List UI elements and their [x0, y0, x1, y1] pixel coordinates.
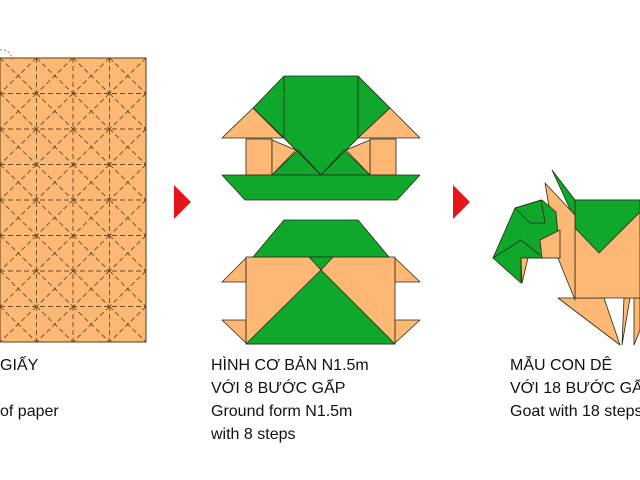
crease-line — [0, 128, 37, 165]
crease-line — [72, 93, 110, 130]
crease-line — [72, 235, 110, 272]
arrow-right-icon — [453, 185, 470, 219]
crease-line — [36, 128, 74, 165]
crease-line — [109, 199, 147, 236]
crease-line — [36, 93, 74, 130]
crease-line — [36, 164, 74, 201]
step2-caption: HÌNH CƠ BẢN N1.5m VỚI 8 BƯỚC GẤP Ground … — [211, 354, 369, 446]
crease-line — [72, 270, 110, 307]
step2-title-vi-2: VỚI 8 BƯỚC GẤP — [211, 380, 346, 397]
crease-line — [0, 57, 37, 94]
step2-title-vi-1: HÌNH CƠ BẢN N1.5m — [211, 357, 369, 374]
crease-line — [0, 306, 37, 343]
crease-line — [72, 306, 110, 343]
crease-line — [0, 93, 37, 130]
crease-line — [109, 164, 147, 201]
crease-line — [109, 57, 147, 94]
step1-title-en: of paper — [0, 403, 59, 420]
step3-title-vi-2: VỚI 18 BƯỚC GẤP — [510, 380, 640, 397]
crease-lines — [0, 57, 147, 343]
crease-line — [109, 235, 147, 272]
crease-line — [0, 270, 37, 307]
arrow-right-icon — [174, 185, 191, 219]
crease-line — [36, 306, 74, 343]
crease-line — [0, 199, 37, 236]
step2-title-en-1: Ground form N1.5m — [211, 403, 353, 420]
base-form-bottom — [221, 219, 421, 345]
paper-sheet — [0, 49, 147, 343]
crease-line — [36, 57, 74, 94]
step3-caption: MẪU CON DÊ VỚI 18 BƯỚC GẤP Goat with 18 … — [510, 354, 640, 423]
crease-line — [36, 199, 74, 236]
crease-line — [36, 270, 74, 307]
crease-line — [72, 128, 110, 165]
step3-title-vi-1: MẪU CON DÊ — [510, 357, 613, 374]
crease-line — [36, 235, 74, 272]
step1-caption: GIẤY of paper — [0, 354, 59, 423]
crease-line — [72, 164, 110, 201]
crease-line — [0, 164, 37, 201]
crease-line — [72, 57, 110, 94]
crease-line — [72, 199, 110, 236]
base-form-top — [221, 75, 421, 201]
crease-line — [109, 128, 147, 165]
crease-line — [0, 235, 37, 272]
step3-title-en-1: Goat with 18 steps — [510, 403, 640, 420]
step2-title-en-2: with 8 steps — [211, 426, 296, 443]
step1-title-vi: GIẤY — [0, 357, 39, 374]
goat-model — [492, 169, 640, 346]
crease-line — [109, 270, 147, 307]
crease-line — [109, 93, 147, 130]
crease-line — [109, 306, 147, 343]
corner-mark — [0, 49, 13, 61]
